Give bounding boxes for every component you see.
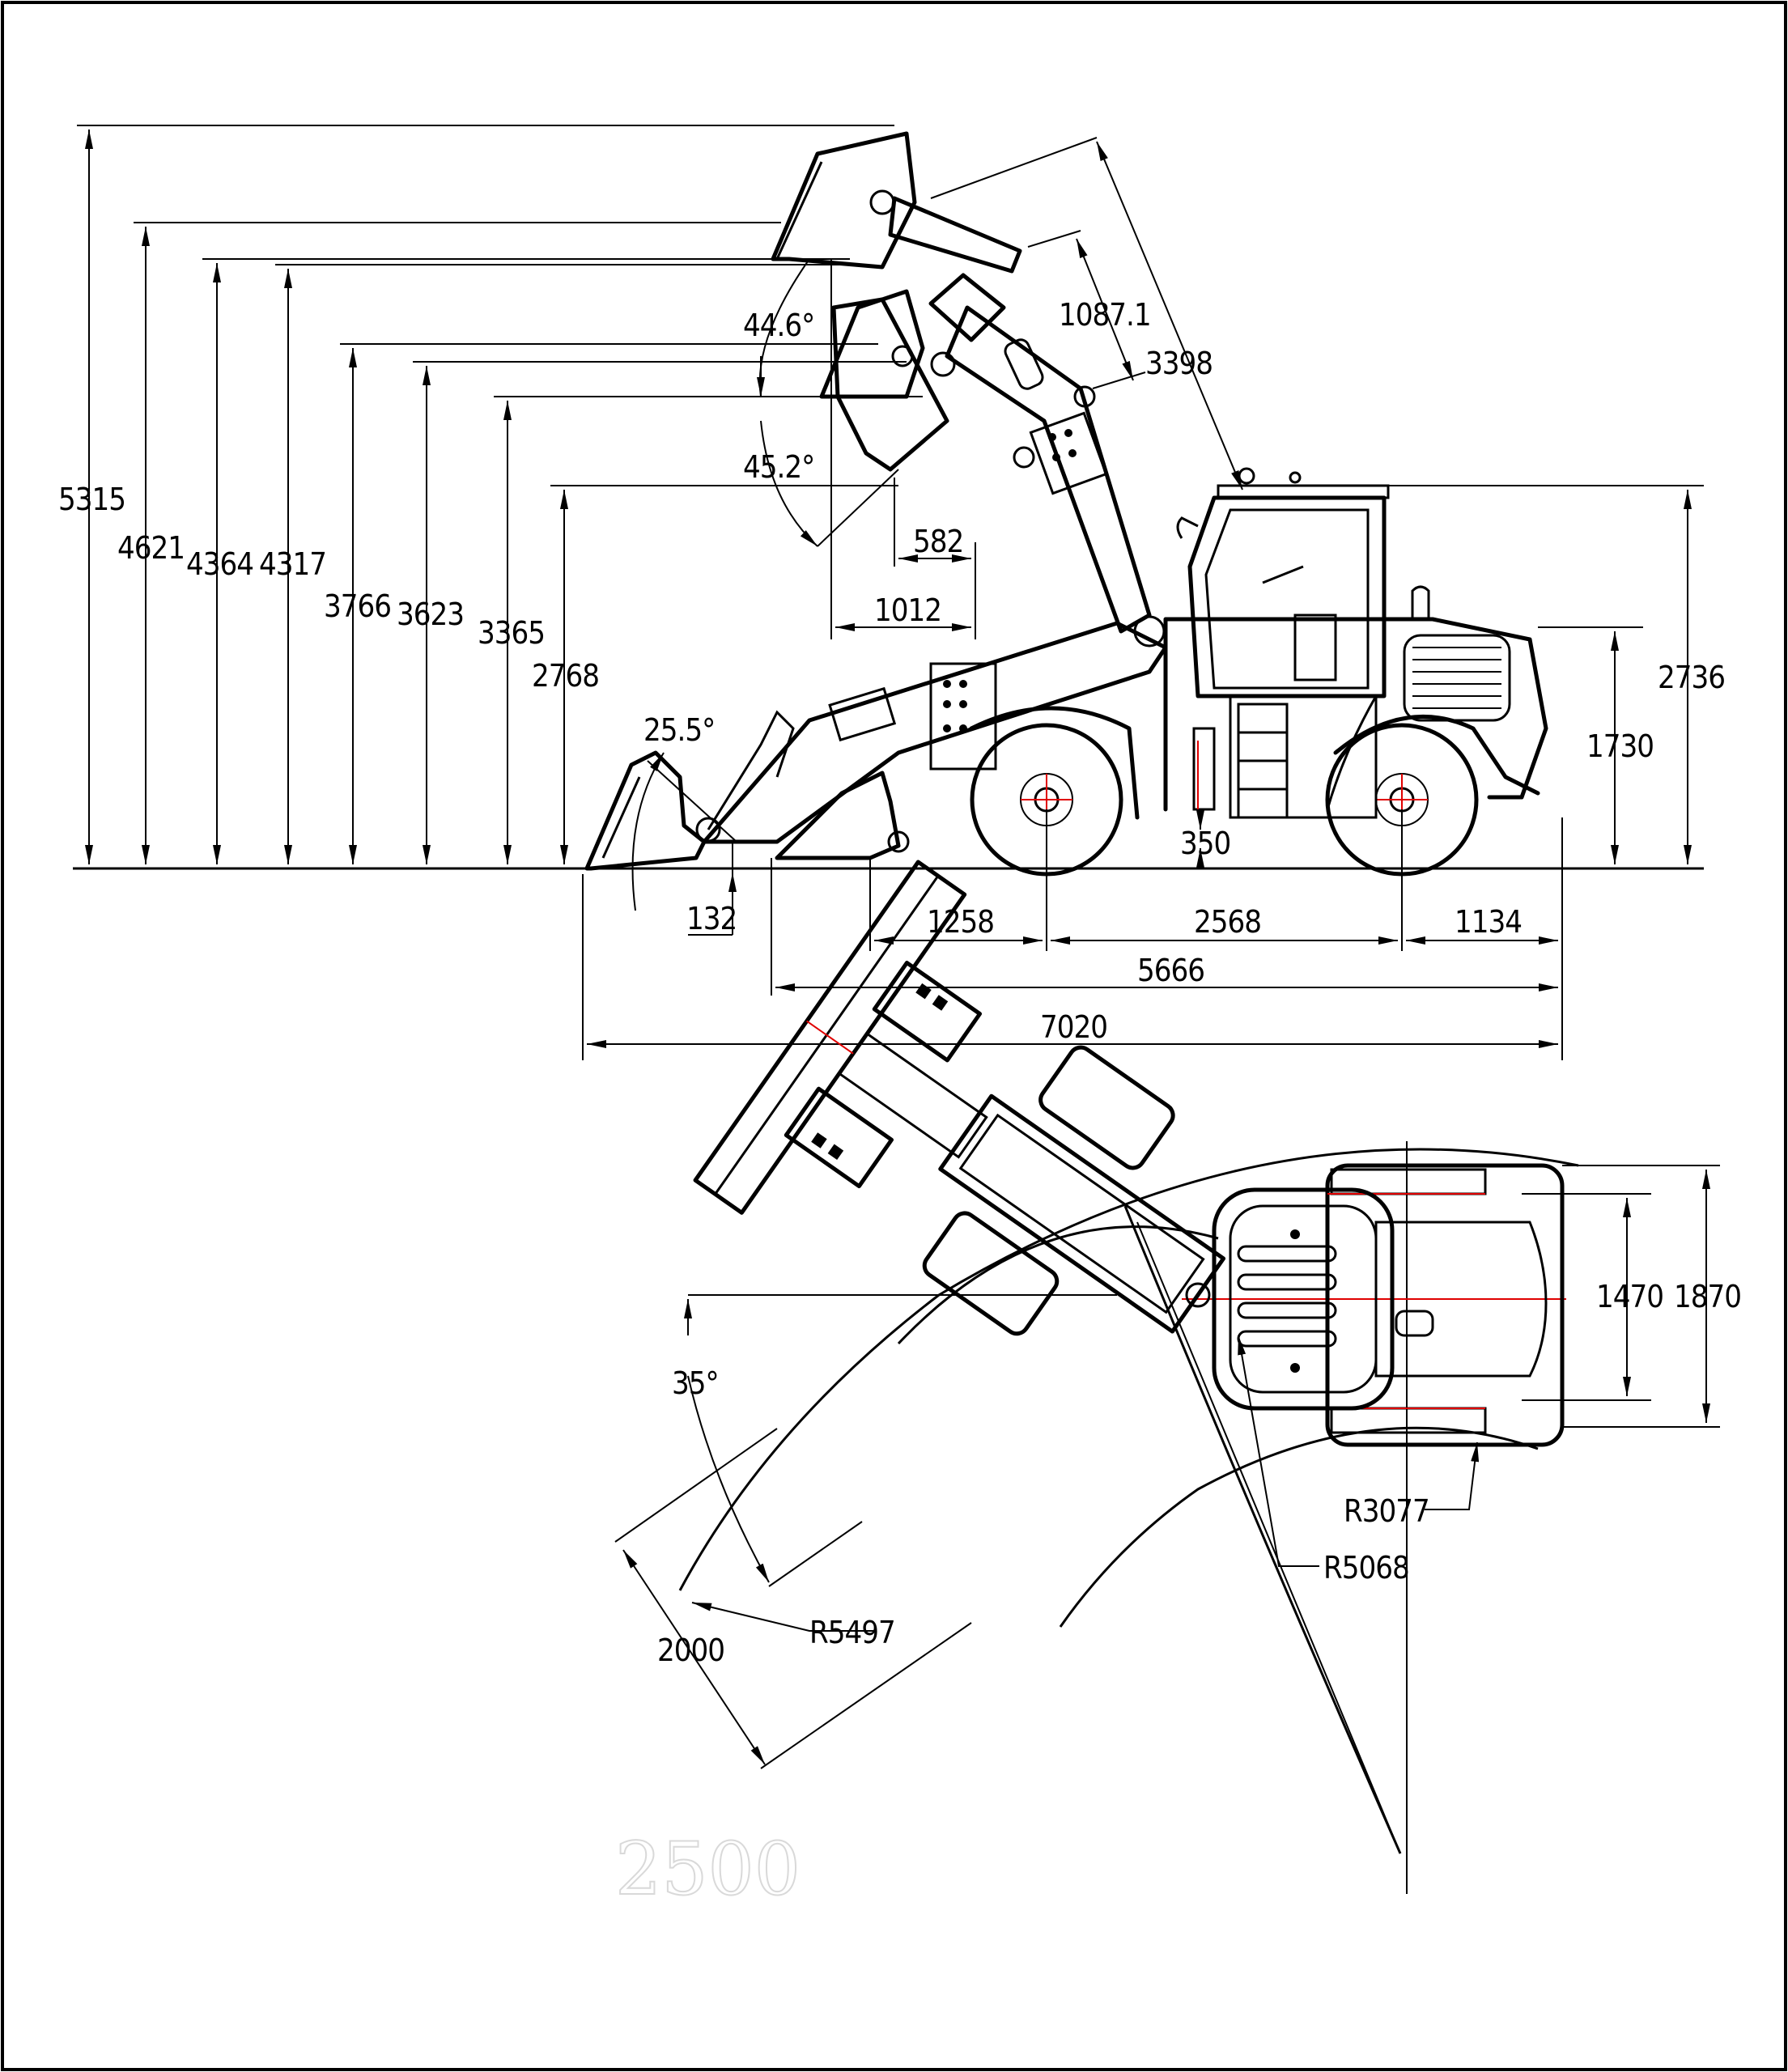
height-extension-lines xyxy=(77,125,1704,628)
loader-side-outline xyxy=(584,131,1548,877)
length-label-7020: 7020 xyxy=(1040,1009,1107,1045)
angle-indicators xyxy=(631,258,899,911)
front-frame-top xyxy=(693,860,1226,1336)
ghost-label-2500: 2500 xyxy=(615,1827,801,1912)
height-label-3623: 3623 xyxy=(397,597,464,632)
height-label-4364: 4364 xyxy=(186,546,253,582)
boom-label-1087-1: 1087.1 xyxy=(1059,297,1151,333)
radius-label-r5497: R5497 xyxy=(809,1615,895,1650)
angle-label-35: 35° xyxy=(672,1365,719,1401)
height-dimension-lines xyxy=(85,130,1692,864)
dig-depth-label-132: 132 xyxy=(686,901,737,936)
height-label-2736: 2736 xyxy=(1658,660,1725,695)
clearance-dimensions xyxy=(688,809,1204,936)
angle-label-45-2: 45.2° xyxy=(743,449,814,485)
clearance-label-350: 350 xyxy=(1180,826,1230,861)
side-view: 5315 4621 4364 4317 3766 3623 3365 2768 … xyxy=(58,125,1726,1060)
reach-label-582: 582 xyxy=(913,524,963,559)
turn-arc-r5068 xyxy=(897,1225,1219,1345)
height-label-4317: 4317 xyxy=(259,546,326,582)
width-dimensions xyxy=(1522,1165,1720,1428)
height-label-4621: 4621 xyxy=(117,530,185,566)
height-label-2768: 2768 xyxy=(532,658,599,694)
turn-arc-r5497 xyxy=(1123,1205,1402,1854)
turn-arc-inner xyxy=(1059,1426,1539,1628)
width-label-1470: 1470 xyxy=(1596,1279,1663,1314)
angle-label-44-6: 44.6° xyxy=(743,308,814,343)
bucket-width-dimension xyxy=(614,1428,972,1769)
reach-dimensions xyxy=(830,259,976,639)
height-label-3365: 3365 xyxy=(478,615,545,651)
length-label-5666: 5666 xyxy=(1137,953,1204,988)
width-label-1870: 1870 xyxy=(1674,1279,1741,1314)
height-label-1730: 1730 xyxy=(1586,728,1654,764)
top-view: 1470 1870 35° R3077 R5068 R5497 2000 250… xyxy=(614,860,1742,1913)
bucket-width-label-2000: 2000 xyxy=(657,1633,724,1668)
length-label-1134: 1134 xyxy=(1455,904,1522,940)
radius-leaders xyxy=(691,1335,1480,1632)
boom-label-3398: 3398 xyxy=(1145,346,1213,381)
radius-label-r3077: R3077 xyxy=(1344,1493,1429,1529)
angle-label-25-5: 25.5° xyxy=(643,712,715,748)
turn-arc-outer xyxy=(678,1148,1579,1591)
reach-label-1012: 1012 xyxy=(874,592,941,628)
height-label-3766: 3766 xyxy=(324,588,391,624)
rear-chassis-top xyxy=(1185,1163,1565,1447)
length-dimensions xyxy=(582,809,1563,1060)
boom-length-dimensions xyxy=(930,137,1243,490)
radius-label-r5068: R5068 xyxy=(1323,1550,1409,1586)
length-label-2568: 2568 xyxy=(1194,904,1261,940)
height-label-5315: 5315 xyxy=(58,482,125,517)
